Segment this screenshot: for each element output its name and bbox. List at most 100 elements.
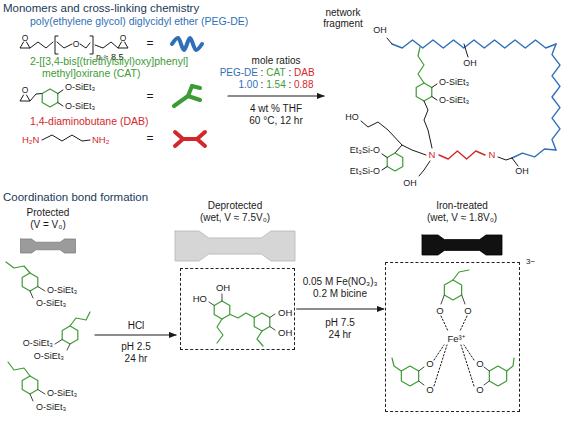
chem-label: 4 wt % THF — [250, 103, 302, 114]
atom-label: O — [476, 385, 483, 395]
chem-label: 0.2 M bicine — [313, 288, 367, 299]
chem-label: : — [289, 67, 292, 78]
dab-icon — [197, 132, 205, 146]
benzene-ring — [489, 366, 506, 386]
network-caption: network fragment — [316, 7, 370, 29]
atom-label: HO — [193, 294, 207, 304]
bond-line — [270, 327, 275, 331]
cat-chain — [70, 312, 90, 326]
chem-label: 1.00 — [239, 79, 258, 90]
cat-chain — [507, 358, 514, 371]
atom-label: OH — [278, 328, 292, 338]
atom-label: OH — [278, 308, 292, 318]
chem-label: OH — [373, 26, 387, 36]
bond-line — [382, 154, 387, 158]
benzene-ring — [254, 313, 270, 331]
cat-chain — [6, 262, 30, 273]
epoxide-ring — [20, 42, 30, 48]
chem-label: = — [146, 90, 153, 103]
bond-line — [419, 381, 424, 385]
bond-line — [464, 44, 468, 57]
benzene-ring — [42, 89, 58, 107]
chem-label: (V = V₀) — [30, 219, 66, 230]
bond-line — [80, 43, 90, 48]
chem-label: CAT — [266, 67, 285, 78]
cat-chain — [217, 319, 223, 343]
chem-label: O-SiEt₃ — [439, 96, 469, 106]
chem-label: NH₂ — [92, 135, 109, 145]
benzene-ring — [387, 153, 403, 171]
chem-label: (wet, V ≈ 7.5V₀) — [200, 212, 270, 223]
bond-line — [30, 394, 33, 401]
atom-label: Fe³⁺ — [447, 334, 464, 344]
chem-label: : — [261, 67, 264, 78]
chem-label: O — [22, 34, 29, 43]
chem-label: N — [489, 150, 496, 160]
chem-label: HO — [345, 113, 359, 123]
bond-line — [67, 344, 70, 350]
cat-chain — [392, 358, 401, 371]
gel-iron-treated — [422, 235, 502, 255]
chem-label: O-SiEt₃ — [36, 403, 66, 413]
cat-chain — [230, 313, 254, 318]
bond-line — [270, 314, 275, 318]
charge-label: 3− — [526, 258, 535, 267]
bond-line — [484, 381, 489, 385]
epoxide-ring — [20, 95, 30, 101]
monomer-name: methyl]oxirane (CAT) — [42, 68, 140, 80]
atom-label: O — [426, 385, 433, 395]
peg-chain — [512, 149, 556, 158]
chem-label: O-SiEt₃ — [65, 83, 95, 93]
bond-line — [30, 42, 53, 48]
chem-label: OH — [463, 59, 477, 69]
chem-label: N — [429, 150, 436, 160]
chem-label: O — [120, 34, 127, 43]
coordination-bond — [441, 316, 448, 331]
cat-icon — [192, 86, 200, 88]
bond-line — [58, 90, 63, 94]
chem-label: O-SiEt₃ — [65, 102, 95, 112]
monomer-name: 2-[[3,4-bis[(triethylsilyl)oxy]phenyl] — [30, 56, 188, 68]
dashed-box: HO OH OH OH — [180, 268, 295, 350]
bond-line — [95, 42, 118, 48]
bond-line — [30, 291, 33, 298]
chem-label: 24 hr — [329, 329, 352, 340]
chem-label: mole ratios — [252, 55, 301, 66]
atom-label: O — [476, 359, 483, 369]
chem-label: 1.54 — [266, 79, 285, 90]
bond-line — [441, 295, 444, 304]
chem-label: 24 hr — [125, 353, 148, 364]
chem-label: H₂N — [22, 135, 39, 145]
bond-line — [424, 101, 432, 148]
cat-chain — [8, 362, 30, 376]
atom-label: OH — [216, 283, 230, 293]
bond-line — [55, 340, 62, 345]
bond-line — [419, 367, 424, 371]
chem-label: O — [22, 86, 29, 95]
benzene-ring — [22, 273, 38, 291]
chem-label: pH 2.5 — [121, 341, 150, 352]
dab-chain — [439, 151, 485, 159]
peg-chain — [552, 44, 560, 150]
gel-protected — [21, 239, 76, 253]
bond-line — [484, 367, 489, 371]
section-heading: Coordination bond formation — [3, 191, 148, 204]
bond-line — [462, 295, 465, 304]
chem-label: Et₃Si-O — [350, 167, 380, 177]
benzene-ring — [22, 376, 38, 394]
benzene-ring — [62, 326, 78, 344]
bond-line — [512, 158, 518, 166]
bond-line — [57, 42, 72, 48]
atom-label: O — [436, 306, 443, 316]
chem-label: 0.88 — [294, 79, 313, 90]
chem-label: DAB — [294, 67, 315, 78]
coordination-bond — [434, 345, 447, 386]
chem-label: O-SiEt₃ — [439, 78, 469, 88]
chem-label: 60 °C, 12 hr — [249, 115, 302, 126]
repeat-bracket — [55, 36, 58, 54]
dashed-box: OOFe³⁺OOOO — [385, 262, 520, 412]
benzene-ring — [416, 83, 432, 101]
benzene-ring — [444, 280, 461, 300]
bond-line — [58, 103, 63, 107]
chem-label: O-SiEt₃ — [47, 389, 77, 399]
